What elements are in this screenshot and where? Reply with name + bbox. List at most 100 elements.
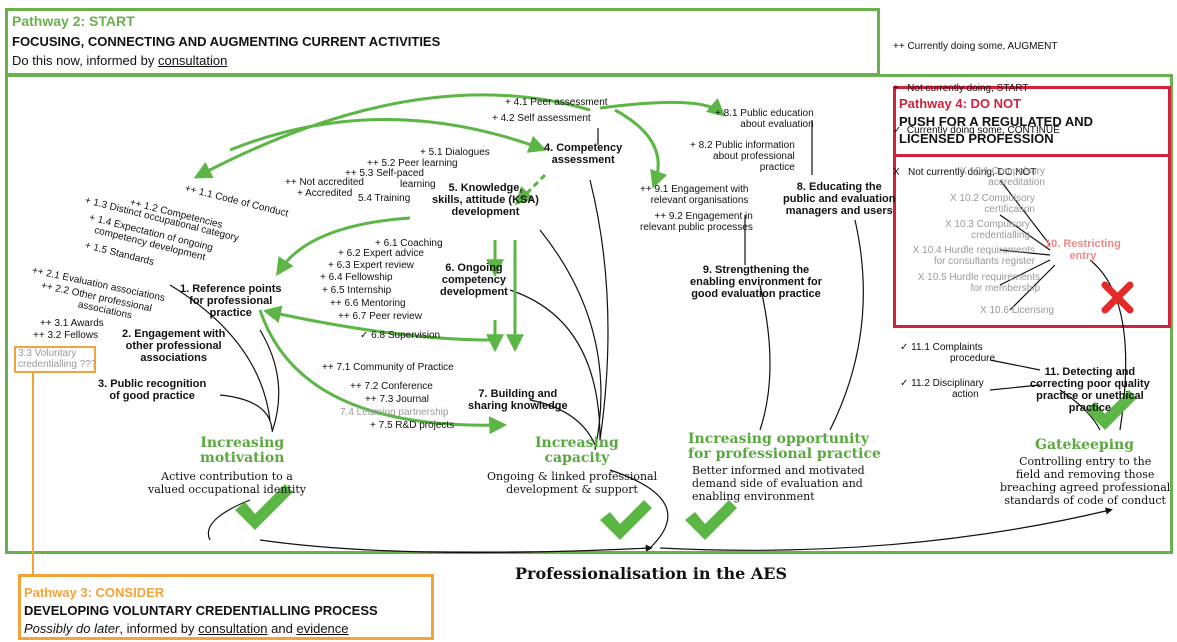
legend: ++ Currently doing some, AUGMENT + Not c…	[893, 12, 1060, 194]
pathway4-divider	[893, 154, 1171, 157]
check-icon-capacity	[600, 500, 652, 540]
line-n7-capacity	[529, 399, 596, 446]
n7-c3: ++ 7.3 Journal	[365, 394, 429, 405]
check-icon-motivation	[235, 484, 293, 530]
pathway3-consultation-link[interactable]: consultation	[198, 621, 268, 636]
n6-c4: + 6.4 Fellowship	[320, 272, 393, 283]
n6-c6: ++ 6.6 Mentoring	[330, 298, 406, 309]
line-n8-opportunity	[829, 219, 864, 431]
n6-c1: + 6.1 Coaching	[375, 238, 443, 249]
pathway2-line: Do this now, informed by consultation	[12, 53, 227, 68]
green-arrow-n5-n1	[276, 216, 411, 276]
legend-start: + Not currently doing, START	[893, 83, 1029, 94]
line-n10-e	[1009, 264, 1056, 311]
n4-c2: + 4.2 Self assessment	[492, 113, 591, 124]
pathway4-title: Pathway 4: DO NOT	[899, 96, 1022, 111]
green-arrow-top	[193, 93, 591, 179]
legend-continue: ✓ Currently doing some, CONTINUE	[893, 125, 1060, 136]
n5-c2: ++ 5.2 Peer learning	[367, 158, 458, 169]
green-dashed-n4-n5	[514, 173, 547, 206]
pathway3-line: Possibly do later, informed by consultat…	[24, 621, 349, 636]
pathway3-box	[18, 574, 434, 640]
curve-left-loop	[207, 499, 251, 541]
n6-c8: ✓ 6.8 Supervision	[360, 330, 441, 341]
pathway3-evidence-link[interactable]: evidence	[296, 621, 349, 636]
n6-c5: + 6.5 Internship	[322, 285, 392, 296]
line-n10-d	[999, 259, 1051, 286]
line-n10-b	[999, 214, 1051, 251]
n5-c4: ++ Not accredited+ Accredited	[285, 177, 364, 199]
green-arrow-to-n8	[599, 98, 726, 117]
line-n5-capacity	[539, 229, 602, 451]
line-n4-capacity	[589, 179, 609, 441]
pathway3-title: Pathway 3: CONSIDER	[24, 585, 165, 600]
line-n1-motivation	[169, 284, 271, 421]
curve-capacity-up	[609, 469, 669, 549]
n3-c1: ++ 3.1 Awards	[40, 318, 104, 329]
voluntary-credentialling-box	[14, 346, 96, 373]
line-n3-motivation	[219, 394, 273, 431]
check-icon-opportunity	[685, 500, 737, 540]
green-arrow-to-n4	[229, 118, 547, 153]
pathway2-title: Pathway 2: START	[12, 13, 135, 29]
green-arrow-n6-n1	[262, 305, 491, 342]
line-n6-capacity	[509, 289, 601, 441]
n7-c1: ++ 7.1 Community of Practice	[322, 362, 454, 373]
legend-donot: X Not currently doing, DO NOT	[893, 167, 1037, 178]
n6-c7: ++ 6.7 Peer review	[338, 311, 422, 322]
outcome-gatekeeping-heading: Gatekeeping	[1035, 437, 1134, 453]
n5-c5: 5.4 Training	[358, 193, 411, 204]
curve-bottom-left	[259, 539, 653, 554]
n7-c5: + 7.5 R&D projects	[370, 420, 455, 431]
pathway2-subtitle: FOCUSING, CONNECTING AND AUGMENTING CURR…	[12, 34, 441, 49]
line-n11-b	[989, 384, 1041, 391]
n6-c2: + 6.2 Expert advice	[338, 248, 424, 259]
green-arrow-n1-n7	[258, 309, 508, 435]
check-marks	[235, 390, 1137, 540]
pathway3-connector	[32, 372, 34, 576]
n5-label: 5. Knowledge,skills, attitude (KSA)devel…	[432, 182, 539, 218]
n3-c2: ++ 3.2 Fellows	[33, 330, 99, 341]
pathway2-line-text: Do this now, informed by	[12, 53, 158, 68]
line-n10-c	[999, 249, 1051, 256]
curve-bottom-right	[659, 507, 1113, 551]
line-n9-opportunity	[759, 284, 771, 431]
line-n10-a	[999, 179, 1051, 246]
check-icon-gatekeeping	[1085, 390, 1137, 430]
n5-c1: + 5.1 Dialogues	[420, 147, 490, 158]
n7-c2: ++ 7.2 Conference	[350, 381, 433, 392]
main-title: Professionalisation in the AES	[515, 564, 788, 583]
pathway4-subtitle-2: LICENSED PROFESSION	[899, 131, 1054, 146]
pathway2-main-box	[5, 74, 1173, 554]
n7-c4: 7.4 Learning partnership	[340, 407, 449, 418]
pathway2-consultation-link[interactable]: consultation	[157, 53, 228, 68]
pathway3-italic: Possibly do later	[24, 621, 120, 636]
